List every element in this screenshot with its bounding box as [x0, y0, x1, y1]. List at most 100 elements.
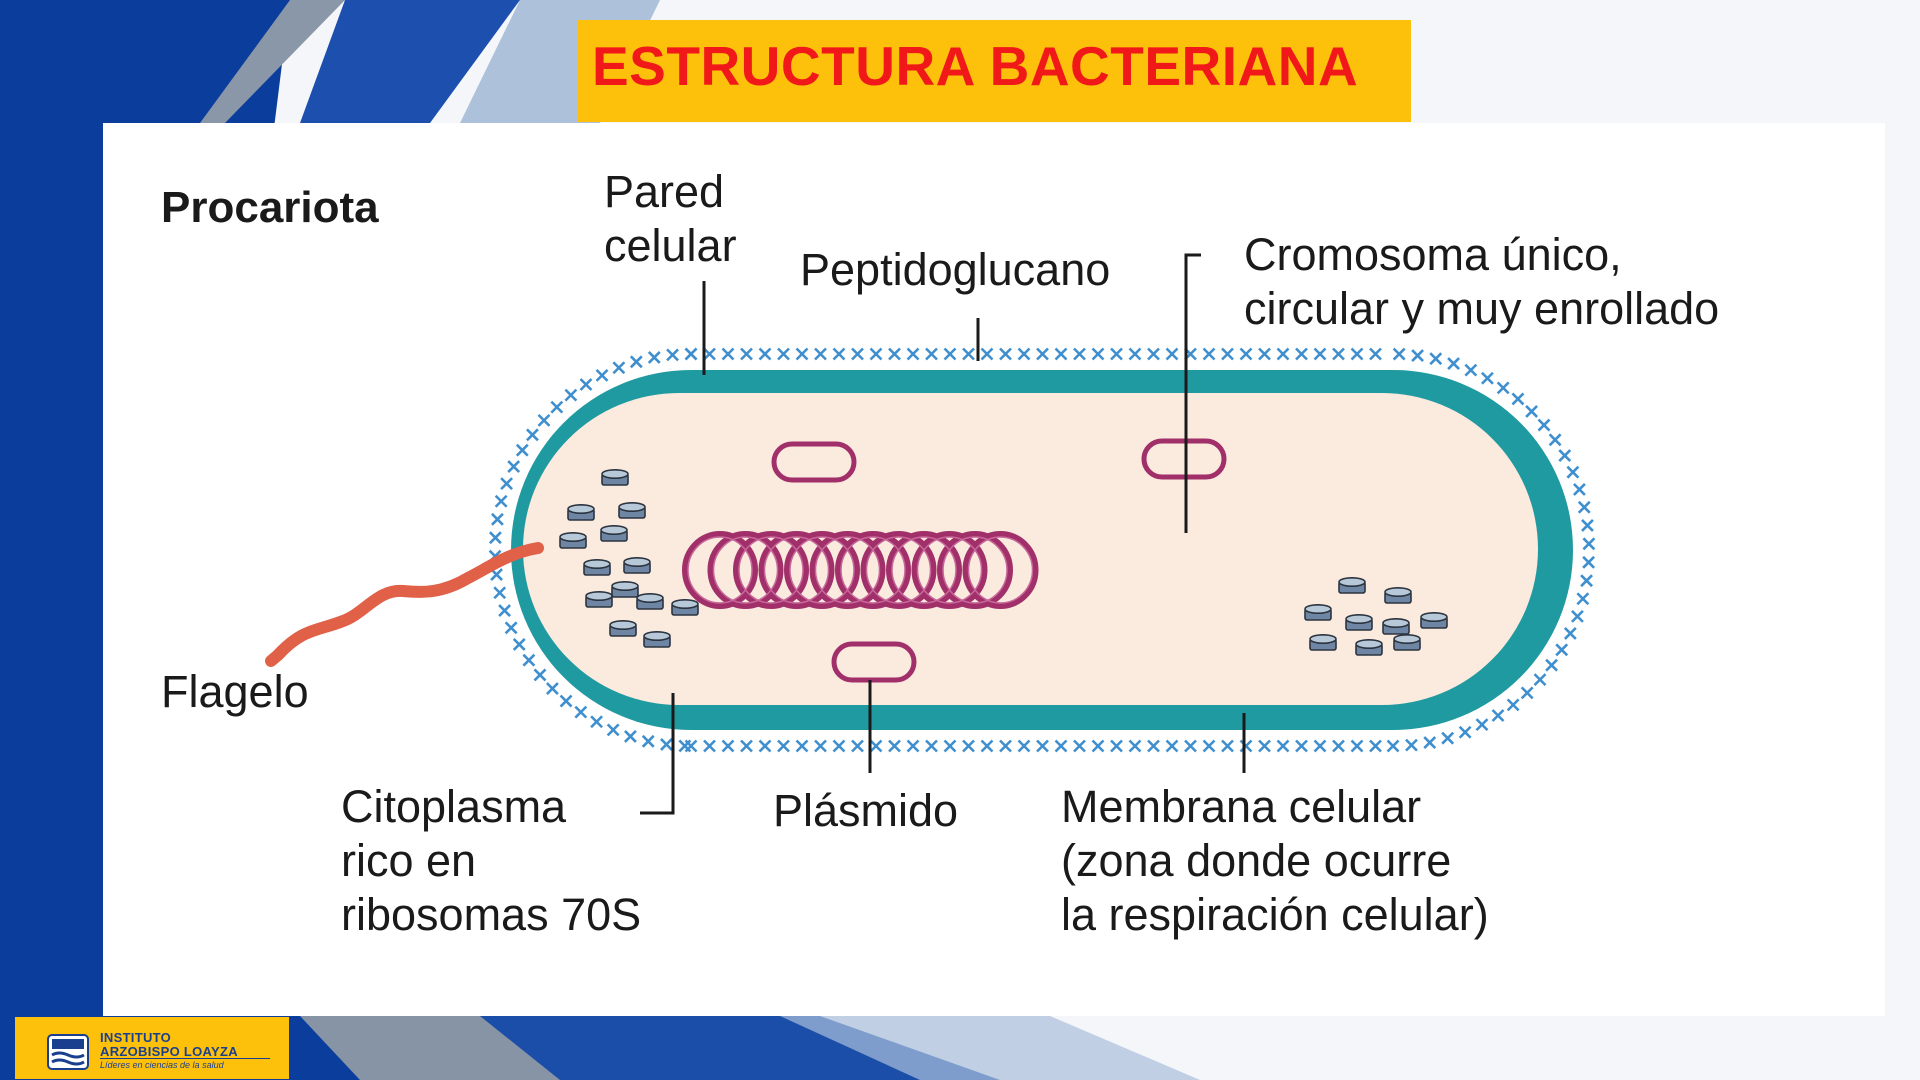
peptidoglycan-mark	[545, 682, 559, 696]
ribosome	[1384, 586, 1412, 604]
ribosome	[601, 468, 629, 486]
chromosome-loop	[942, 536, 1008, 604]
flagellum	[265, 542, 544, 667]
peptidoglycan-mark	[559, 694, 573, 708]
peptidoglycan-mark	[906, 739, 920, 753]
title-banner: ESTRUCTURA BACTERIANA	[577, 20, 1411, 122]
chromosome-loop	[758, 531, 835, 609]
peptidoglycan-mark	[498, 604, 512, 617]
peptidoglycan-mark	[1558, 449, 1572, 462]
peptidoglycan-mark	[590, 715, 603, 729]
peptidoglycan-mark	[1258, 739, 1271, 753]
peptidoglycan-mark	[490, 512, 504, 526]
leader-citoplasma	[640, 693, 675, 815]
peptidoglycan-mark	[1202, 739, 1216, 753]
peptidoglycan-mark	[832, 347, 846, 361]
peptidoglycan-mark	[1147, 347, 1160, 361]
peptidoglycan-mark	[1369, 347, 1382, 361]
peptidoglycan-mark	[1545, 658, 1558, 672]
peptidoglycan-mark	[795, 739, 809, 753]
chromosome-loop	[891, 536, 957, 604]
peptidoglycan-mark	[500, 477, 514, 491]
peptidoglycan-mark	[1332, 739, 1345, 753]
peptidoglycan-mark	[1386, 739, 1400, 753]
peptidoglycan-mark	[684, 347, 698, 361]
ribosome	[636, 592, 664, 610]
peptidoglycan-mark	[579, 378, 593, 391]
peptidoglycan-mark	[1036, 347, 1049, 361]
peptidoglycan-mark	[1566, 465, 1580, 479]
ribosome	[1393, 633, 1421, 651]
ribosome	[1309, 633, 1337, 651]
chromosome-loop	[962, 531, 1039, 609]
peptidoglycan-mark	[1036, 739, 1049, 753]
peptidoglycan-mark	[1496, 381, 1510, 395]
ribosome	[643, 630, 671, 648]
peptidoglycan-mark	[1128, 739, 1142, 753]
peptidoglycan-mark	[1073, 739, 1086, 753]
peptidoglycan-mark	[980, 347, 994, 361]
chromosome-loop	[835, 531, 911, 609]
peptidoglycan-mark	[595, 368, 609, 382]
peptidoglycan-mark	[612, 361, 626, 375]
peptidoglycan-mark	[703, 347, 716, 361]
chromosome-loop	[784, 531, 860, 609]
chromosome-loop	[712, 536, 779, 604]
peptidoglycan-mark	[869, 347, 883, 361]
peptidoglycan-mark	[574, 705, 588, 719]
peptidoglycan-mark	[526, 428, 539, 442]
diagram-panel: Procariota Pared celular Peptidoglucano …	[103, 123, 1885, 1016]
peptidoglycan-mark	[869, 739, 883, 753]
peptidoglycan-mark	[1110, 739, 1123, 753]
peptidoglycan-mark	[1441, 731, 1455, 745]
peptidoglycan-mark	[1581, 519, 1594, 532]
plasmid	[831, 641, 917, 683]
peptidoglycan-mark	[1313, 739, 1327, 753]
peptidoglycan-mark	[1239, 739, 1253, 753]
peptidoglycan-mark	[1017, 347, 1031, 361]
peptidoglycan-mark	[888, 347, 901, 361]
label-membrana-celular: Membrana celular (zona donde ocurre la r…	[1061, 781, 1489, 940]
peptidoglycan-mark	[1405, 738, 1418, 752]
ribosome	[567, 503, 595, 521]
peptidoglycan-mark	[1429, 352, 1443, 366]
peptidoglycan-mark	[1221, 739, 1234, 753]
peptidoglycan-mark	[943, 347, 957, 361]
peptidoglycan-mark	[606, 723, 620, 737]
logo-line-2: ARZOBISPO LOAYZA	[100, 1044, 238, 1059]
peptidoglycan-mark	[703, 739, 716, 753]
peptidoglycan-mark	[1411, 349, 1424, 362]
logo-tagline: Líderes en ciencias de la salud	[100, 1060, 224, 1070]
peptidoglycan-mark	[740, 347, 753, 361]
chromosome-loop	[937, 531, 1013, 609]
chromosome-loop	[865, 536, 932, 604]
peptidoglycan-mark	[1017, 739, 1031, 753]
plasmid	[1141, 438, 1227, 480]
peptidoglycan-mark	[493, 586, 507, 600]
peptidoglycan-mark	[488, 531, 502, 545]
ribosome	[1355, 638, 1383, 656]
ribosome	[609, 619, 637, 637]
chromosome-loop	[814, 536, 881, 604]
peptidoglycan-mark	[1563, 627, 1577, 640]
peptidoglycan-mark	[1423, 736, 1437, 749]
chromosome-loop	[916, 536, 983, 604]
ribosome	[1420, 611, 1448, 629]
chromosome-loop	[687, 536, 753, 604]
peptidoglycan-mark	[1525, 404, 1539, 418]
peptidoglycan-mark	[537, 413, 551, 427]
peptidoglycan-mark	[814, 347, 827, 361]
peptidoglycan-mark	[641, 734, 655, 748]
peptidoglycan-mark	[777, 347, 790, 361]
ribosome	[1382, 617, 1410, 635]
ribosome	[583, 558, 611, 576]
logo-line-1: INSTITUTO	[100, 1030, 172, 1045]
peptidoglycan-mark	[1572, 483, 1586, 496]
peptidoglycan-mark	[522, 653, 536, 667]
label-citoplasma: Citoplasma rico en ribosomas 70S	[341, 781, 642, 940]
peptidoglycan-mark	[758, 347, 772, 361]
leader-cromosoma	[1184, 253, 1201, 533]
peptidoglycan-mark	[1577, 500, 1591, 514]
peptidoglycan-mark	[1332, 347, 1345, 361]
peptidoglycan-mark	[1295, 739, 1308, 753]
